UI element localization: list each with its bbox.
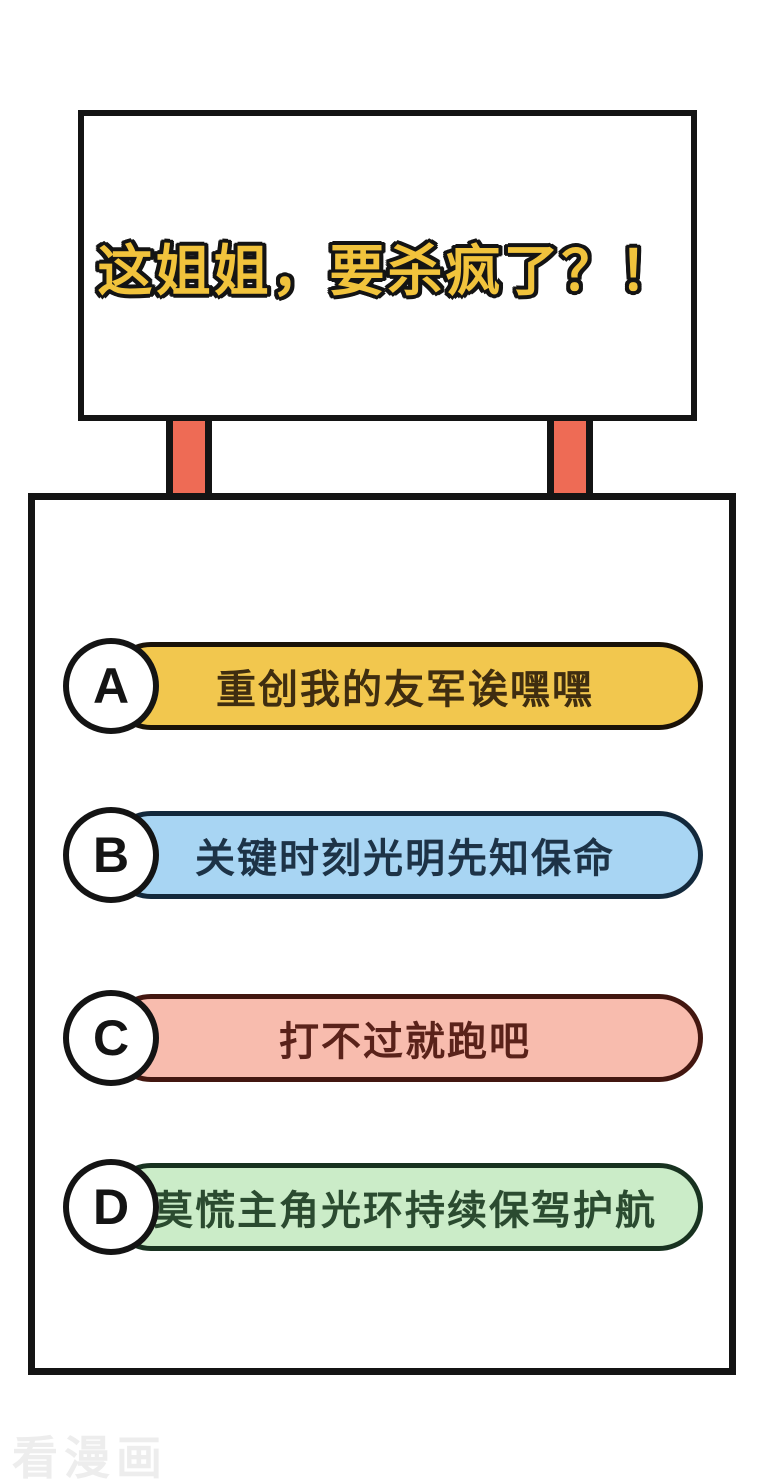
option-b-letter-badge: B [63,807,159,903]
option-d-letter-badge: D [63,1159,159,1255]
option-b[interactable]: 关键时刻光明先知保命 B [63,807,703,903]
option-a-label: 重创我的友军诶嘿嘿 [216,668,594,712]
option-b-bar[interactable]: 关键时刻光明先知保命 [107,811,703,899]
sign-post-left [166,415,212,499]
option-d-bar[interactable]: 莫慌主角光环持续保驾护航 [107,1163,703,1251]
option-d[interactable]: 莫慌主角光环持续保驾护航 D [63,1159,703,1255]
title-signboard: 这姐姐，要杀疯了？！ [78,110,697,421]
option-a[interactable]: 重创我的友军诶嘿嘿 A [63,638,703,734]
option-c-label: 打不过就跑吧 [279,1020,531,1064]
option-c-bar[interactable]: 打不过就跑吧 [107,994,703,1082]
option-c[interactable]: 打不过就跑吧 C [63,990,703,1086]
options-box: 重创我的友军诶嘿嘿 A 关键时刻光明先知保命 B 打不过就跑吧 C 莫 [28,493,736,1375]
option-a-letter: A [92,658,130,714]
option-a-letter-badge: A [63,638,159,734]
option-b-letter: B [92,827,130,883]
option-c-letter-badge: C [63,990,159,1086]
option-b-label: 关键时刻光明先知保命 [195,837,615,881]
option-a-bar[interactable]: 重创我的友军诶嘿嘿 [107,642,703,730]
poll-title: 这姐姐，要杀疯了？！ [97,239,678,302]
site-watermark: 看漫画 [12,1432,168,1484]
sign-post-right [547,415,593,499]
option-c-letter: C [92,1010,130,1066]
option-d-letter: D [92,1179,130,1235]
option-d-label: 莫慌主角光环持续保驾护航 [153,1189,657,1233]
